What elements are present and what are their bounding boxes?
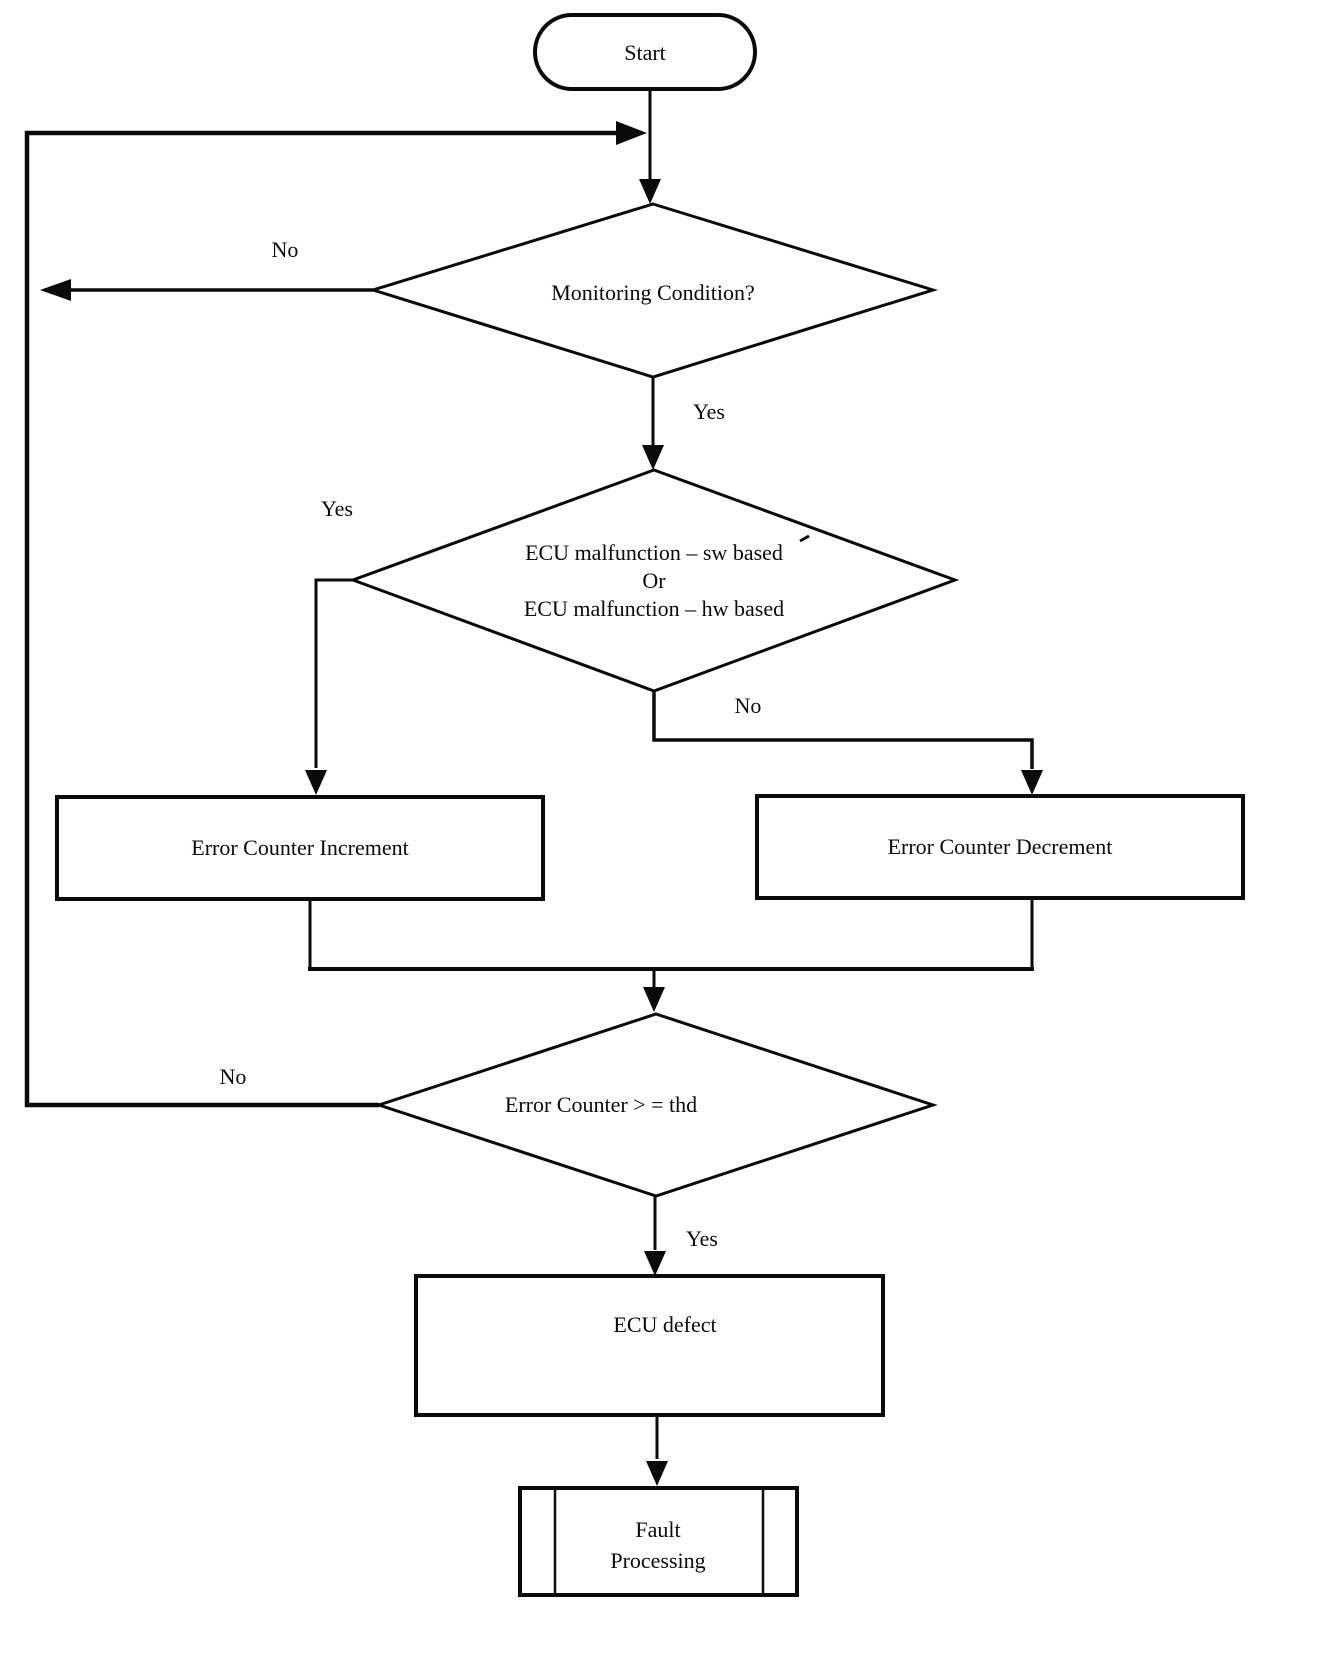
fault-node-label-line2: Processing [610, 1548, 705, 1573]
arrowhead-into-threshold [643, 987, 665, 1012]
stray-mark [799, 534, 810, 543]
decrement-process-shape [755, 794, 1245, 900]
edge-label-monitoring-yes: Yes [693, 399, 725, 424]
edge-malfunction-no [652, 691, 1034, 769]
start-node-label: Start [624, 40, 666, 65]
arrowhead-into-fault [646, 1461, 668, 1486]
threshold-decision-label: Error Counter > = thd [505, 1092, 697, 1117]
decrement-process-label: Error Counter Decrement [888, 834, 1113, 859]
loop-return-arrowhead [616, 121, 647, 145]
edge-label-malfunction-yes: Yes [321, 496, 353, 521]
arrowhead-into-monitoring [639, 179, 661, 204]
defect-process-label: ECU defect [613, 1312, 716, 1337]
edge-label-malfunction-no: No [735, 693, 762, 718]
increment-process-label: Error Counter Increment [191, 835, 408, 860]
start-node-shape [533, 13, 757, 91]
malfunction-decision-label-line3: ECU malfunction – hw based [524, 596, 784, 621]
increment-process-shape [55, 795, 545, 901]
monitoring-decision-label: Monitoring Condition? [551, 280, 755, 305]
arrowhead-into-decrement [1021, 770, 1043, 795]
malfunction-decision-label-line1: ECU malfunction – sw based [525, 540, 783, 565]
arrowhead-into-increment [305, 770, 327, 795]
fault-node-shape [518, 1486, 799, 1597]
edge-label-threshold-no: No [220, 1064, 247, 1089]
arrowhead-into-malfunction [642, 445, 664, 470]
edge-label-monitoring-no: No [272, 237, 299, 262]
arrowhead-monitoring-no [40, 279, 71, 301]
arrowhead-into-defect [644, 1251, 666, 1276]
defect-process-shape [414, 1274, 885, 1417]
fault-node-label-line1: Fault [635, 1517, 680, 1542]
malfunction-decision-label-line2: Or [642, 568, 666, 593]
edge-label-threshold-yes: Yes [686, 1226, 718, 1251]
edge-malfunction-yes [314, 578, 353, 768]
